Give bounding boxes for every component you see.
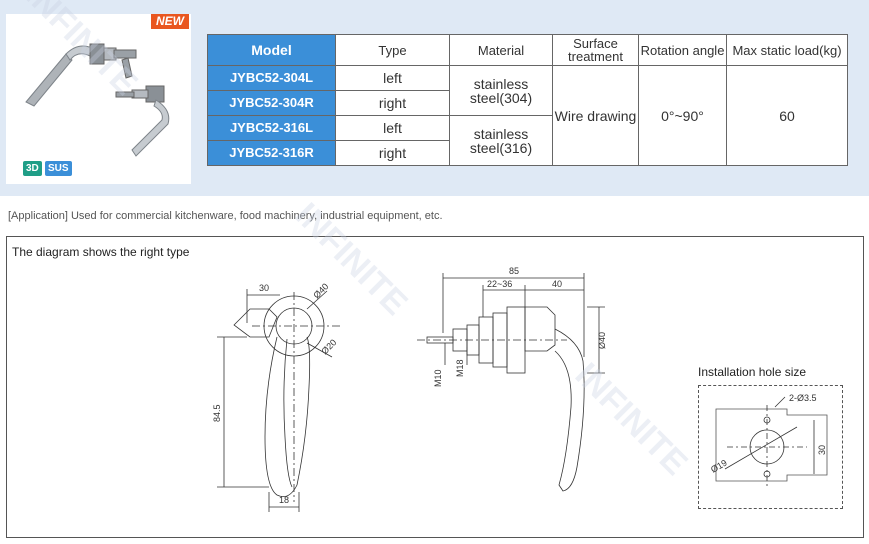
dim-hole-2d35: 2-Ø3.5 <box>789 393 817 403</box>
table-row: JYBC52-316L left stainless steel(316) <box>207 115 848 166</box>
product-card: NEW 3D SUS <box>6 14 191 184</box>
dim-side-m18: M18 <box>455 359 465 377</box>
col-header-type: Type <box>335 34 450 66</box>
cell-rotation: 0°~90° <box>638 65 727 166</box>
dim-side-22-36: 22~36 <box>487 279 512 289</box>
dim-side-m10: M10 <box>433 369 443 387</box>
cell-material: stainless steel(316) <box>449 115 553 166</box>
hole-caption: Installation hole size <box>698 365 807 379</box>
col-header-surface: Surface treatment <box>552 34 639 66</box>
cell-surface: Wire drawing <box>552 65 639 166</box>
dim-hole-30: 30 <box>817 445 827 455</box>
table-header-row: Model Type Material Surface treatment Ro… <box>207 34 848 66</box>
cell-model: JYBC52-304L <box>207 65 336 91</box>
cell-type: right <box>335 90 450 116</box>
dim-front-d20: Ø20 <box>319 337 338 356</box>
cell-model: JYBC52-304R <box>207 90 336 116</box>
col-header-rotation: Rotation angle <box>638 34 727 66</box>
dim-front-30: 30 <box>259 283 269 293</box>
diagram-caption: The diagram shows the right type <box>12 245 190 259</box>
col-header-load: Max static load(kg) <box>726 34 848 66</box>
application-note: [Application] Used for commercial kitche… <box>8 210 443 222</box>
spec-table: Model Type Material Surface treatment Ro… <box>207 34 848 166</box>
cell-model: JYBC52-316L <box>207 115 336 141</box>
cell-material: stainless steel(304) <box>449 65 553 116</box>
cell-type: right <box>335 140 450 166</box>
cell-model: JYBC52-316R <box>207 140 336 166</box>
new-badge: NEW <box>151 14 189 29</box>
diagram-panel: The diagram shows the right type <box>6 236 864 538</box>
cell-load: 60 <box>726 65 848 166</box>
hole-frame <box>698 385 843 509</box>
cell-type: left <box>335 115 450 141</box>
dim-side-85: 85 <box>509 266 519 276</box>
dim-front-18: 18 <box>279 495 289 505</box>
tag-sus: SUS <box>45 161 72 176</box>
technical-drawing: 30 Ø40 Ø20 84.5 18 85 22~36 40 Ø40 M10 M… <box>212 266 828 512</box>
table-row: JYBC52-316R right <box>207 140 848 166</box>
cell-type: left <box>335 65 450 91</box>
dim-front-84: 84.5 <box>212 404 222 422</box>
col-header-material: Material <box>449 34 553 66</box>
dim-side-d40: Ø40 <box>597 332 607 349</box>
dim-front-d40: Ø40 <box>311 281 330 300</box>
tag-3d: 3D <box>23 161 42 176</box>
dim-side-40: 40 <box>552 279 562 289</box>
table-row: JYBC52-304L left stainless steel(304) Wi… <box>207 65 848 166</box>
product-image <box>25 43 170 157</box>
col-header-model: Model <box>207 34 336 66</box>
